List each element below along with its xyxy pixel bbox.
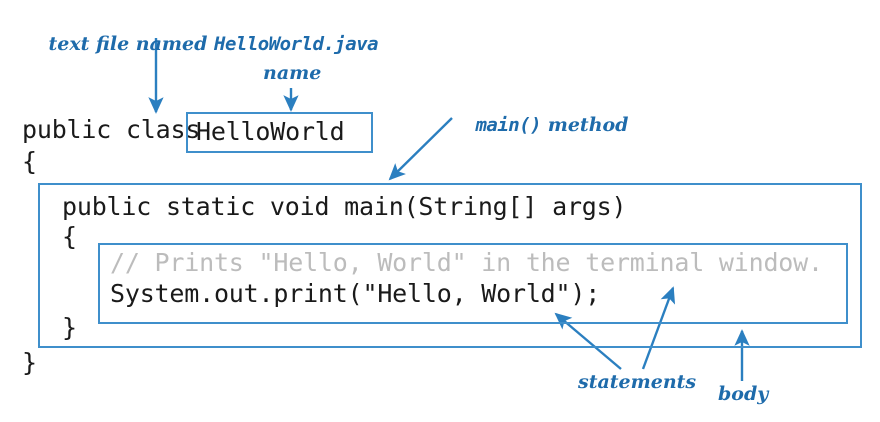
code-line-method-close-brace: } <box>62 313 77 342</box>
annotation-file-prefix: text file named <box>48 33 215 55</box>
statements-box <box>98 243 848 324</box>
code-line-class-close-brace: } <box>22 348 37 377</box>
annotation-file-name: text file named HelloWorld.java <box>22 11 378 77</box>
annotation-main-method: main() method <box>449 92 628 158</box>
code-line-class-declaration: public class <box>22 115 216 144</box>
code-line-print-statement: System.out.print("Hello, World"); <box>110 279 601 308</box>
annotation-body: body <box>718 383 769 405</box>
code-line-main-signature: public static void main(String[] args) <box>62 192 627 221</box>
annotation-name: name <box>263 62 322 84</box>
annotation-file-filename: HelloWorld.java <box>214 33 379 55</box>
code-line-comment: // Prints "Hello, World" in the terminal… <box>110 248 823 277</box>
class-name-box <box>186 112 373 153</box>
annotation-main-method-mono: main() <box>475 114 542 136</box>
code-line-method-open-brace: { <box>62 222 77 251</box>
method-body-box <box>38 183 862 348</box>
annotation-statements: statements <box>578 371 697 393</box>
code-class-name: HelloWorld <box>196 117 345 146</box>
arrow-main-method-label <box>388 117 453 181</box>
annotation-main-method-rest: method <box>541 114 629 136</box>
code-line-class-open-brace: { <box>22 147 37 176</box>
